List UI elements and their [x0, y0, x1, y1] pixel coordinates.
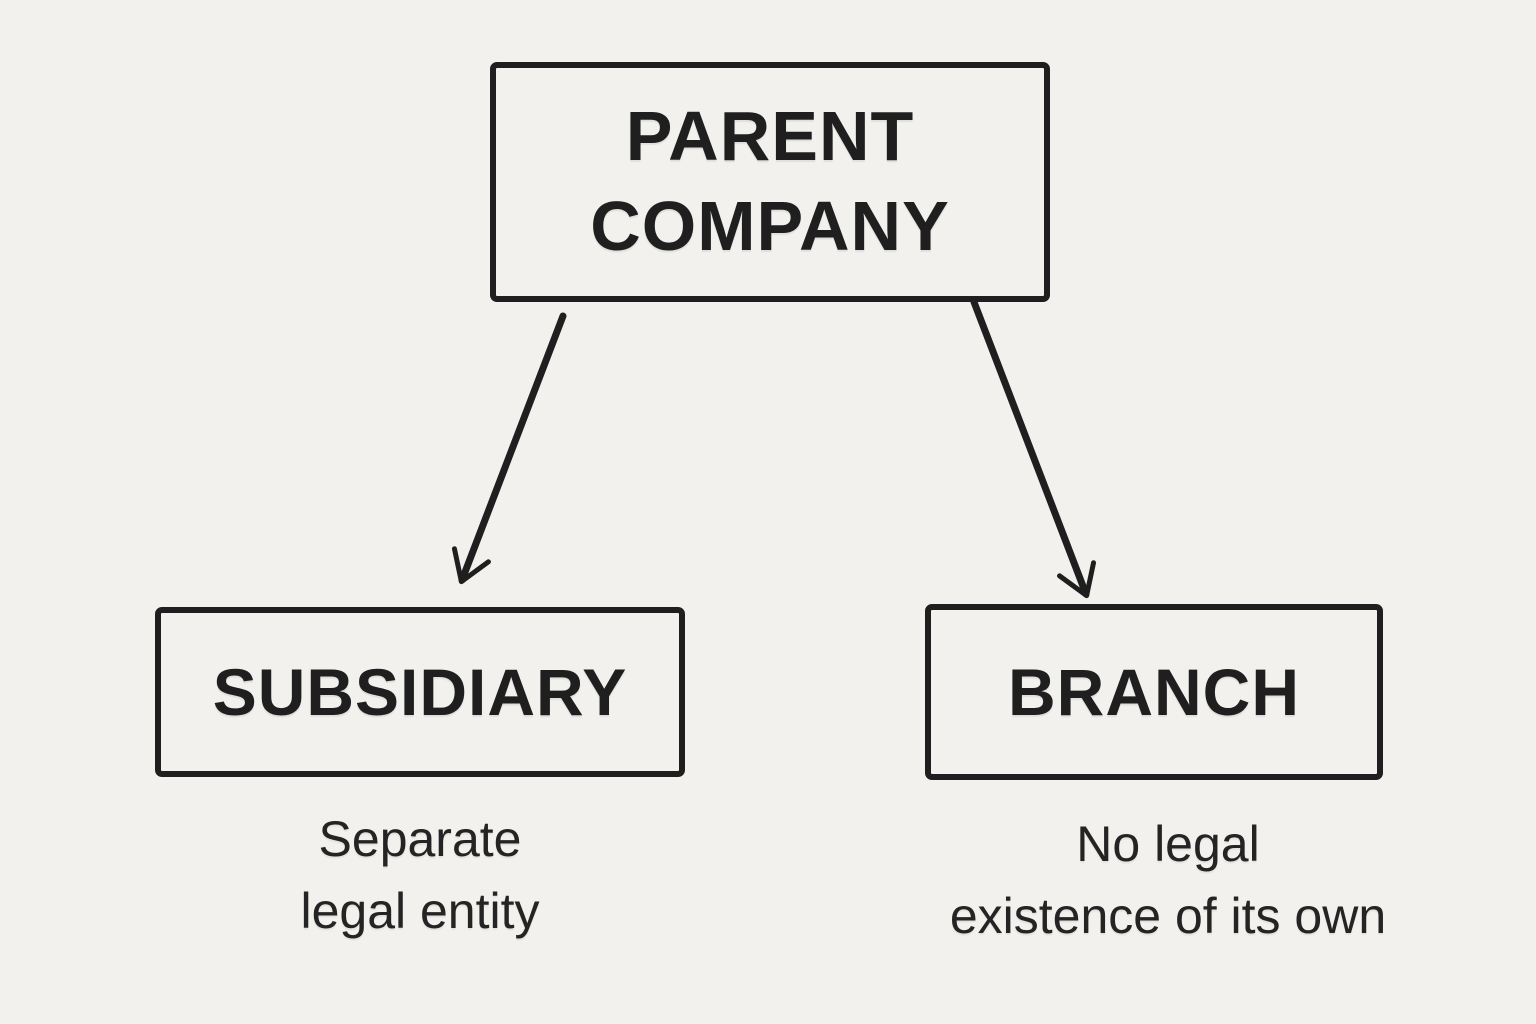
branch-caption: No legal existence of its own: [949, 816, 1387, 944]
subsidiary-box: SUBSIDIARY: [155, 607, 685, 777]
arrow-parent-to-subsidiary: [451, 312, 567, 585]
parent-company-label: PARENT COMPANY: [590, 97, 950, 265]
branch-label: BRANCH: [1008, 654, 1300, 729]
subsidiary-label: SUBSIDIARY: [212, 654, 628, 729]
arrow-parent-to-branch: [970, 298, 1097, 599]
parent-company-box: PARENT COMPANY: [490, 62, 1050, 302]
branch-box: BRANCH: [925, 604, 1383, 780]
subsidiary-caption: Separate legal entity: [300, 811, 540, 939]
